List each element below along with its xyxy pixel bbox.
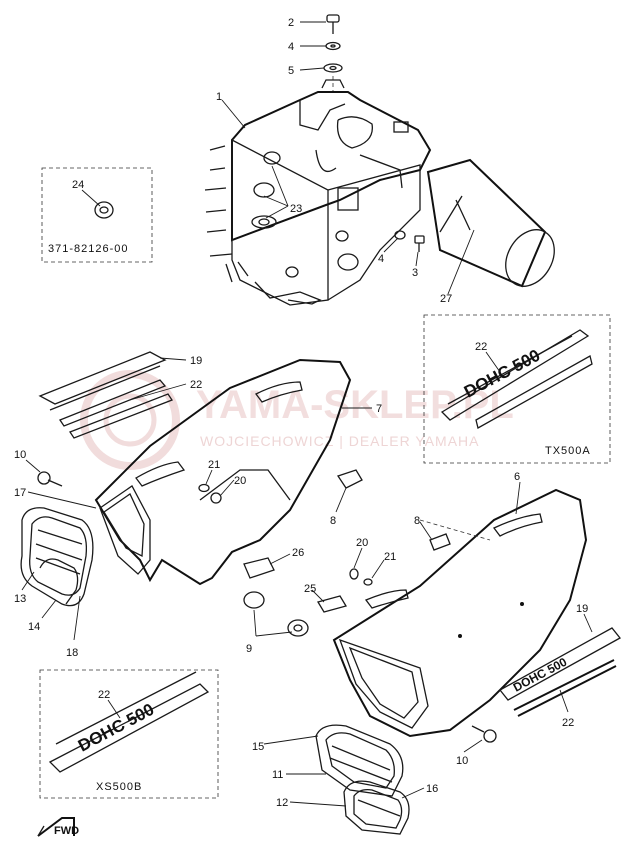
- xs500b-label: XS500B: [96, 781, 142, 793]
- left-side-cover: [94, 358, 352, 586]
- callout-13: 13: [14, 593, 26, 605]
- callout-20a: 20: [234, 475, 246, 487]
- callout-18: 18: [66, 647, 78, 659]
- side-emblem: DOHC 500: [511, 655, 570, 695]
- callout-23: 23: [290, 203, 302, 215]
- tx500a-part: 22: [475, 341, 487, 353]
- callout-22a: 22: [190, 379, 202, 391]
- callouts: 2 4 5 1 23 4 3 27 19 22 7 10 21 20 17 8 …: [14, 17, 588, 809]
- callout-3: 3: [412, 267, 418, 279]
- callout-5: 5: [288, 65, 294, 77]
- xs500b-box: DOHC 500 22 XS500B: [39, 669, 219, 799]
- left-emblem-strips: [38, 351, 173, 439]
- callout-17: 17: [14, 487, 26, 499]
- right-reflector: [315, 724, 410, 835]
- callout-19b: 19: [576, 603, 588, 615]
- watermark-title: YAMA-SKLEP.PL: [196, 383, 514, 427]
- callout-14: 14: [28, 621, 40, 633]
- callout-12: 12: [276, 797, 288, 809]
- callout-20b: 20: [356, 537, 368, 549]
- right-side-cover: [332, 488, 588, 738]
- callout-11: 11: [272, 769, 283, 781]
- callout-7: 7: [376, 403, 382, 415]
- callout-9: 9: [246, 643, 252, 655]
- callout-19a: 19: [190, 355, 202, 367]
- callout-4: 4: [288, 41, 294, 53]
- grommets: [198, 469, 451, 637]
- fwd-arrow: FWD: [37, 817, 79, 837]
- battery-box: [204, 79, 432, 306]
- gasket-box-label: 371-82126-00: [48, 243, 129, 255]
- callout-16: 16: [426, 783, 438, 795]
- callout-27: 27: [440, 293, 452, 305]
- xs500b-part: 22: [98, 689, 110, 701]
- callout-21a: 21: [208, 459, 220, 471]
- callout-1: 1: [216, 91, 222, 103]
- watermark-subtitle: WOJCIECHOWICZ | DEALER YAMAHA: [200, 433, 479, 449]
- callout-10a: 10: [14, 449, 26, 461]
- callout-6: 6: [514, 471, 520, 483]
- intake-tube: [426, 158, 555, 288]
- callout-22b: 22: [562, 717, 574, 729]
- fwd-label: FWD: [54, 825, 79, 837]
- callout-15: 15: [252, 741, 264, 753]
- callout-26: 26: [292, 547, 304, 559]
- callout-25: 25: [304, 583, 316, 595]
- callout-2: 2: [288, 17, 294, 29]
- bolt-10-left: [37, 471, 63, 487]
- bolt-10-right: [471, 725, 497, 743]
- callout-8b: 8: [414, 515, 420, 527]
- callout-21b: 21: [384, 551, 396, 563]
- callout-4b: 4: [378, 253, 384, 265]
- gasket-box: 371-82126-00 24: [41, 167, 153, 263]
- gasket-box-part: 24: [72, 179, 84, 191]
- left-reflector: [20, 507, 94, 607]
- callout-8a: 8: [330, 515, 336, 527]
- bolt-washer-right: [394, 230, 425, 252]
- callout-10b: 10: [456, 755, 468, 767]
- tx500a-label: TX500A: [545, 445, 591, 457]
- leader-lines: [21, 21, 593, 807]
